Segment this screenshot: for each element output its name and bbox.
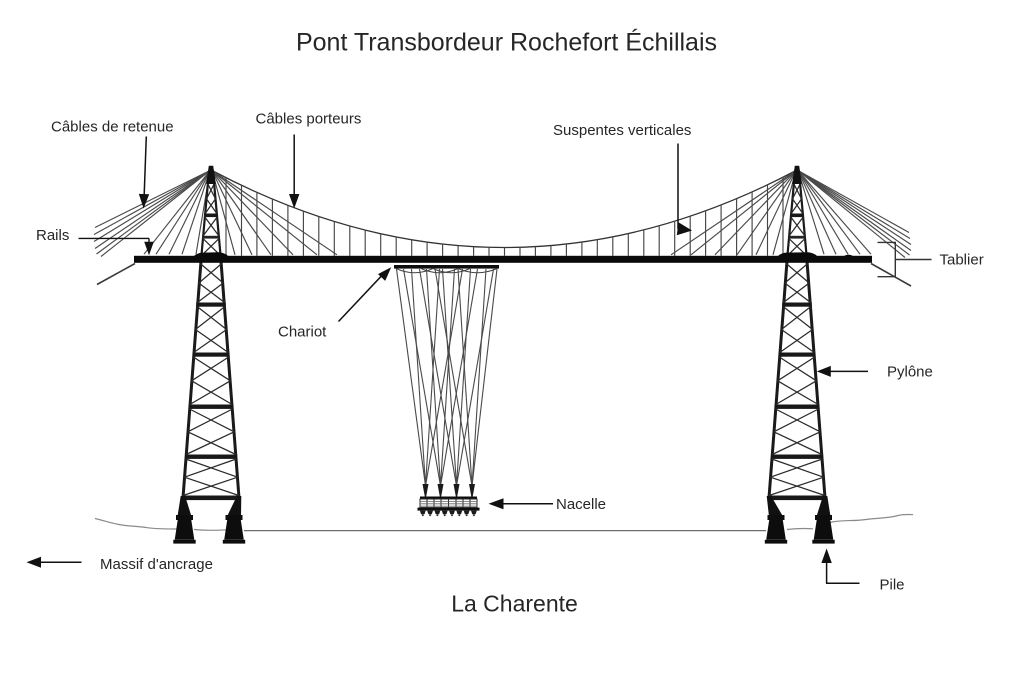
svg-text:Pont Transbordeur Rochefort Éc: Pont Transbordeur Rochefort Échillais bbox=[296, 28, 717, 57]
svg-text:La Charente: La Charente bbox=[451, 591, 578, 617]
svg-text:Tablier: Tablier bbox=[940, 252, 984, 269]
svg-text:Pylône: Pylône bbox=[887, 364, 933, 381]
svg-text:Câbles de retenue: Câbles de retenue bbox=[51, 119, 174, 136]
svg-text:Câbles porteurs: Câbles porteurs bbox=[256, 111, 362, 128]
svg-text:Suspentes verticales: Suspentes verticales bbox=[553, 122, 691, 139]
svg-text:Rails: Rails bbox=[36, 227, 69, 244]
svg-text:Nacelle: Nacelle bbox=[556, 496, 606, 513]
svg-text:Massif d'ancrage: Massif d'ancrage bbox=[100, 556, 213, 573]
svg-text:Pile: Pile bbox=[880, 577, 905, 594]
svg-text:Chariot: Chariot bbox=[278, 324, 327, 341]
